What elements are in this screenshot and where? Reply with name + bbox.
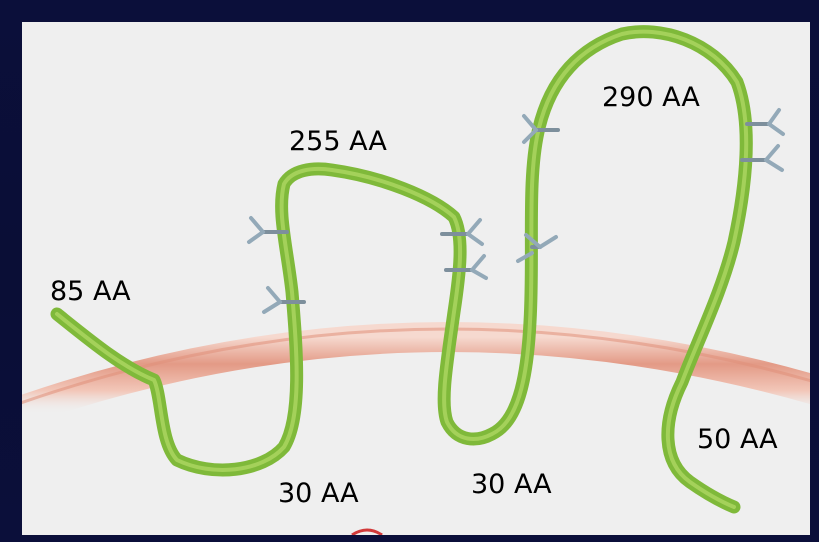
label-extracellular-loop-2: 290 AA	[602, 84, 700, 111]
diagram-panel: 85 AA 255 AA 290 AA 30 AA 30 AA 50 AA	[22, 22, 810, 535]
label-extracellular-loop-1: 255 AA	[289, 128, 387, 155]
label-intracellular-loop-1: 30 AA	[278, 480, 359, 507]
label-intracellular-loop-2: 30 AA	[471, 471, 552, 498]
label-n-terminus: 85 AA	[50, 278, 131, 305]
label-c-terminus: 50 AA	[697, 426, 778, 453]
bottom-marker	[352, 530, 382, 535]
